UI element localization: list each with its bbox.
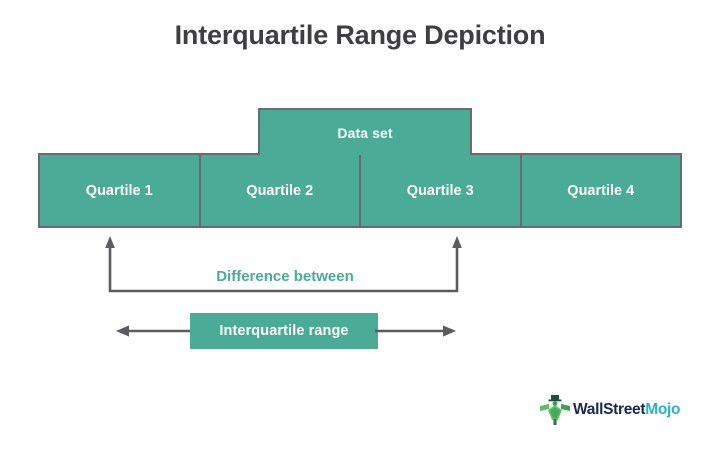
quartile-cell-2: Quartile 2: [200, 155, 361, 226]
interquartile-range-label: Interquartile range: [219, 323, 349, 339]
page-title: Interquartile Range Depiction: [174, 20, 546, 50]
quartile-label-2: Quartile 2: [246, 182, 314, 199]
wallstreetmojo-figure-icon: [540, 395, 570, 425]
logo-text-secondary: Mojo: [645, 401, 681, 418]
data-set-box: Data set: [258, 108, 472, 155]
interquartile-range-box: Interquartile range: [190, 313, 378, 349]
quartile-cell-1: Quartile 1: [40, 155, 201, 226]
quartile-label-3: Quartile 3: [406, 182, 474, 199]
wallstreetmojo-logo[interactable]: WallStreetMojo: [540, 392, 700, 428]
quartile-label-4: Quartile 4: [567, 182, 635, 199]
logo-text: WallStreetMojo: [573, 401, 681, 419]
quartile-cell-4: Quartile 4: [521, 155, 680, 226]
arrow-left-icon: [116, 325, 195, 337]
quartile-cell-3: Quartile 3: [361, 155, 522, 226]
difference-between-label: Difference between: [216, 268, 354, 285]
logo-text-primary: WallStreet: [573, 401, 646, 418]
arrow-right-icon: [375, 325, 456, 337]
quartile-label-1: Quartile 1: [85, 182, 153, 199]
data-set-label: Data set: [337, 124, 393, 141]
difference-bracket-icon: [105, 236, 462, 293]
quartile-row: Quartile 1 Quartile 2 Quartile 3 Quartil…: [38, 153, 682, 228]
